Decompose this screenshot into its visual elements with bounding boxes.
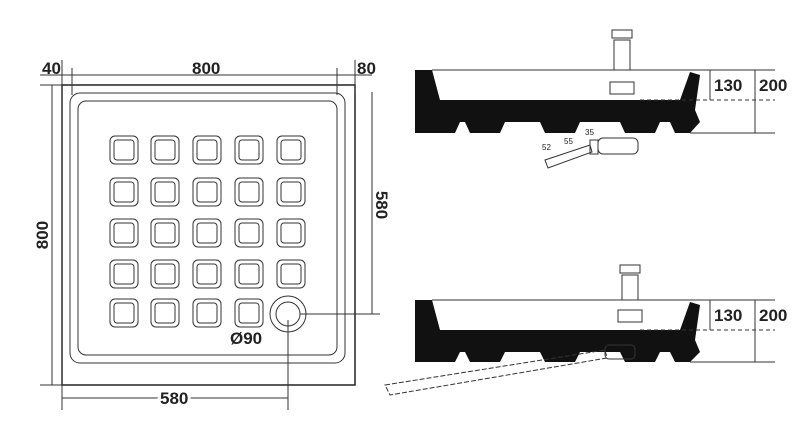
anti-slip-square [238, 139, 260, 161]
anti-slip-square [154, 222, 176, 244]
anti-slip-square [150, 218, 180, 248]
tray-rim [69, 92, 346, 364]
anti-slip-square [280, 181, 302, 203]
anti-slip-square [113, 222, 135, 244]
anti-slip-square [234, 298, 264, 328]
anti-slip-square [113, 139, 135, 161]
tray-profile [415, 70, 700, 133]
anti-slip-square [150, 298, 180, 328]
anti-slip-square [234, 218, 264, 248]
drain-offset-vertical-label: 580 [372, 191, 391, 219]
anti-slip-square [154, 263, 176, 285]
anti-slip-square [276, 177, 306, 207]
anti-slip-square [276, 259, 306, 289]
anti-slip-square [113, 263, 135, 285]
drain-trap [597, 137, 639, 155]
anti-slip-square [238, 181, 260, 203]
anti-slip-square [234, 135, 264, 165]
anti-slip-square [238, 222, 260, 244]
anti-slip-square [196, 222, 218, 244]
anti-slip-square [192, 259, 222, 289]
anti-slip-square [113, 302, 135, 324]
section-view-top: 130 200 52 55 35 [415, 29, 787, 169]
anti-slip-square [196, 302, 218, 324]
tray-outline [61, 84, 356, 386]
inner-depth-label: 130 [714, 76, 742, 95]
anti-slip-square [154, 302, 176, 324]
section-view-bottom: 130 200 [384, 264, 787, 396]
total-height-label: 200 [759, 76, 787, 95]
anti-slip-square [234, 259, 264, 289]
anti-slip-square [113, 181, 135, 203]
anti-slip-square [276, 135, 306, 165]
anti-slip-square [234, 177, 264, 207]
anti-slip-square [150, 177, 180, 207]
drain-cap [611, 29, 633, 39]
anti-slip-square [109, 298, 139, 328]
anti-slip-square [109, 177, 139, 207]
pipe-dim-55: 55 [564, 137, 573, 146]
anti-slip-square [280, 222, 302, 244]
anti-slip-square [109, 218, 139, 248]
anti-slip-square [192, 218, 222, 248]
anti-slip-square [150, 259, 180, 289]
anti-slip-square [238, 302, 260, 324]
anti-slip-square [276, 218, 306, 248]
anti-slip-square [154, 139, 176, 161]
anti-slip-square [192, 135, 222, 165]
margin-left-label: 40 [42, 59, 61, 78]
anti-slip-square [196, 263, 218, 285]
plan-view: Ø90 40 800 80 800 580 580 [33, 59, 391, 411]
anti-slip-square [109, 259, 139, 289]
inner-depth-label: 130 [714, 306, 742, 325]
anti-slip-square [192, 177, 222, 207]
margin-right-label: 80 [357, 59, 376, 78]
pipe-dim-52: 52 [542, 143, 551, 152]
anti-slip-square [238, 263, 260, 285]
anti-slip-square [109, 135, 139, 165]
anti-slip-square [280, 139, 302, 161]
height-label: 800 [33, 221, 52, 249]
drain-offset-horizontal-label: 580 [160, 389, 188, 408]
anti-slip-square [192, 298, 222, 328]
drain-pipe [384, 349, 608, 396]
anti-slip-grid [109, 135, 306, 328]
drain-cap [619, 264, 641, 274]
anti-slip-square [154, 181, 176, 203]
total-height-label: 200 [759, 306, 787, 325]
anti-slip-square [280, 263, 302, 285]
tray-profile [415, 300, 700, 362]
anti-slip-square [150, 135, 180, 165]
tray-basin [77, 100, 338, 356]
anti-slip-square [196, 181, 218, 203]
anti-slip-square [196, 139, 218, 161]
drain-pipe [544, 144, 593, 169]
pipe-dim-35: 35 [585, 128, 594, 137]
drain-diameter-label: Ø90 [230, 329, 262, 348]
width-label: 800 [192, 59, 220, 78]
